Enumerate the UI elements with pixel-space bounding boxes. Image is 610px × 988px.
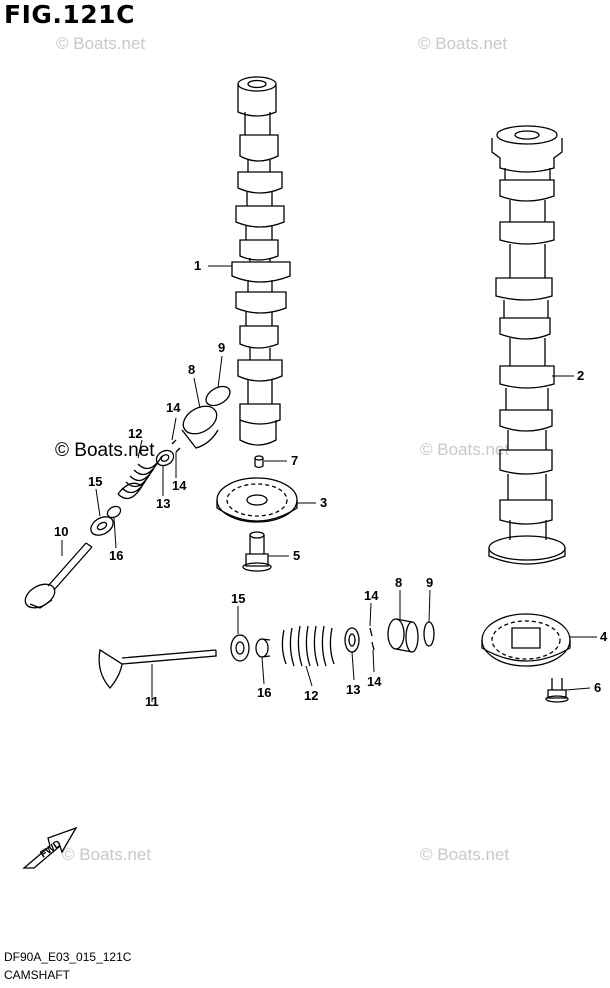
callout-4: 4 [600, 629, 608, 644]
watermark: © Boats.net [62, 845, 152, 864]
callout-15: 15 [88, 474, 102, 489]
watermark: © Boats.net [55, 440, 155, 461]
figure-title: FIG.121C [4, 0, 135, 29]
valve-train-lower [98, 618, 435, 690]
callout-14: 14 [172, 478, 187, 493]
callout-12: 12 [128, 426, 142, 441]
callout-1: 1 [194, 258, 201, 273]
callout-14: 14 [364, 588, 379, 603]
callout-6: 6 [594, 680, 601, 695]
sprocket-3 [216, 477, 298, 523]
callout-5: 5 [293, 548, 300, 563]
watermark: © Boats.net [420, 440, 510, 459]
callout-2: 2 [577, 368, 584, 383]
callout-9: 9 [426, 575, 433, 590]
callout-9: 9 [218, 340, 225, 355]
diagram-caption: CAMSHAFT [4, 968, 70, 982]
callout-8: 8 [395, 575, 402, 590]
bolt-5 [242, 531, 272, 572]
callout-10: 10 [54, 524, 68, 539]
callout-12: 12 [304, 688, 318, 703]
callout-16: 16 [109, 548, 123, 563]
valve-train-upper [24, 385, 231, 609]
camshaft-2 [488, 125, 566, 565]
callout-14: 14 [166, 400, 181, 415]
diagram-code: DF90A_E03_015_121C [4, 950, 132, 964]
callout-13: 13 [346, 682, 360, 697]
callout-16: 16 [257, 685, 271, 700]
callout-13: 13 [156, 496, 170, 511]
leader-lines [61, 265, 597, 702]
fwd-arrow-icon: FWD [22, 826, 78, 869]
callout-3: 3 [320, 495, 327, 510]
watermark: © Boats.net [420, 845, 510, 864]
callout-14: 14 [367, 674, 382, 689]
callout-8: 8 [188, 362, 195, 377]
callout-labels: 1 2 3 4 5 6 7 8 9 10 11 12 12 13 13 14 1… [54, 258, 608, 709]
watermark: © Boats.net [418, 34, 508, 53]
callout-11: 11 [145, 694, 159, 709]
watermark: © Boats.net [56, 34, 146, 53]
callout-7: 7 [291, 453, 298, 468]
sprocket-4 [481, 613, 571, 667]
callout-15: 15 [231, 591, 245, 606]
pin-7 [254, 455, 264, 469]
camshaft-1 [231, 76, 291, 446]
bolt-6 [545, 678, 569, 703]
